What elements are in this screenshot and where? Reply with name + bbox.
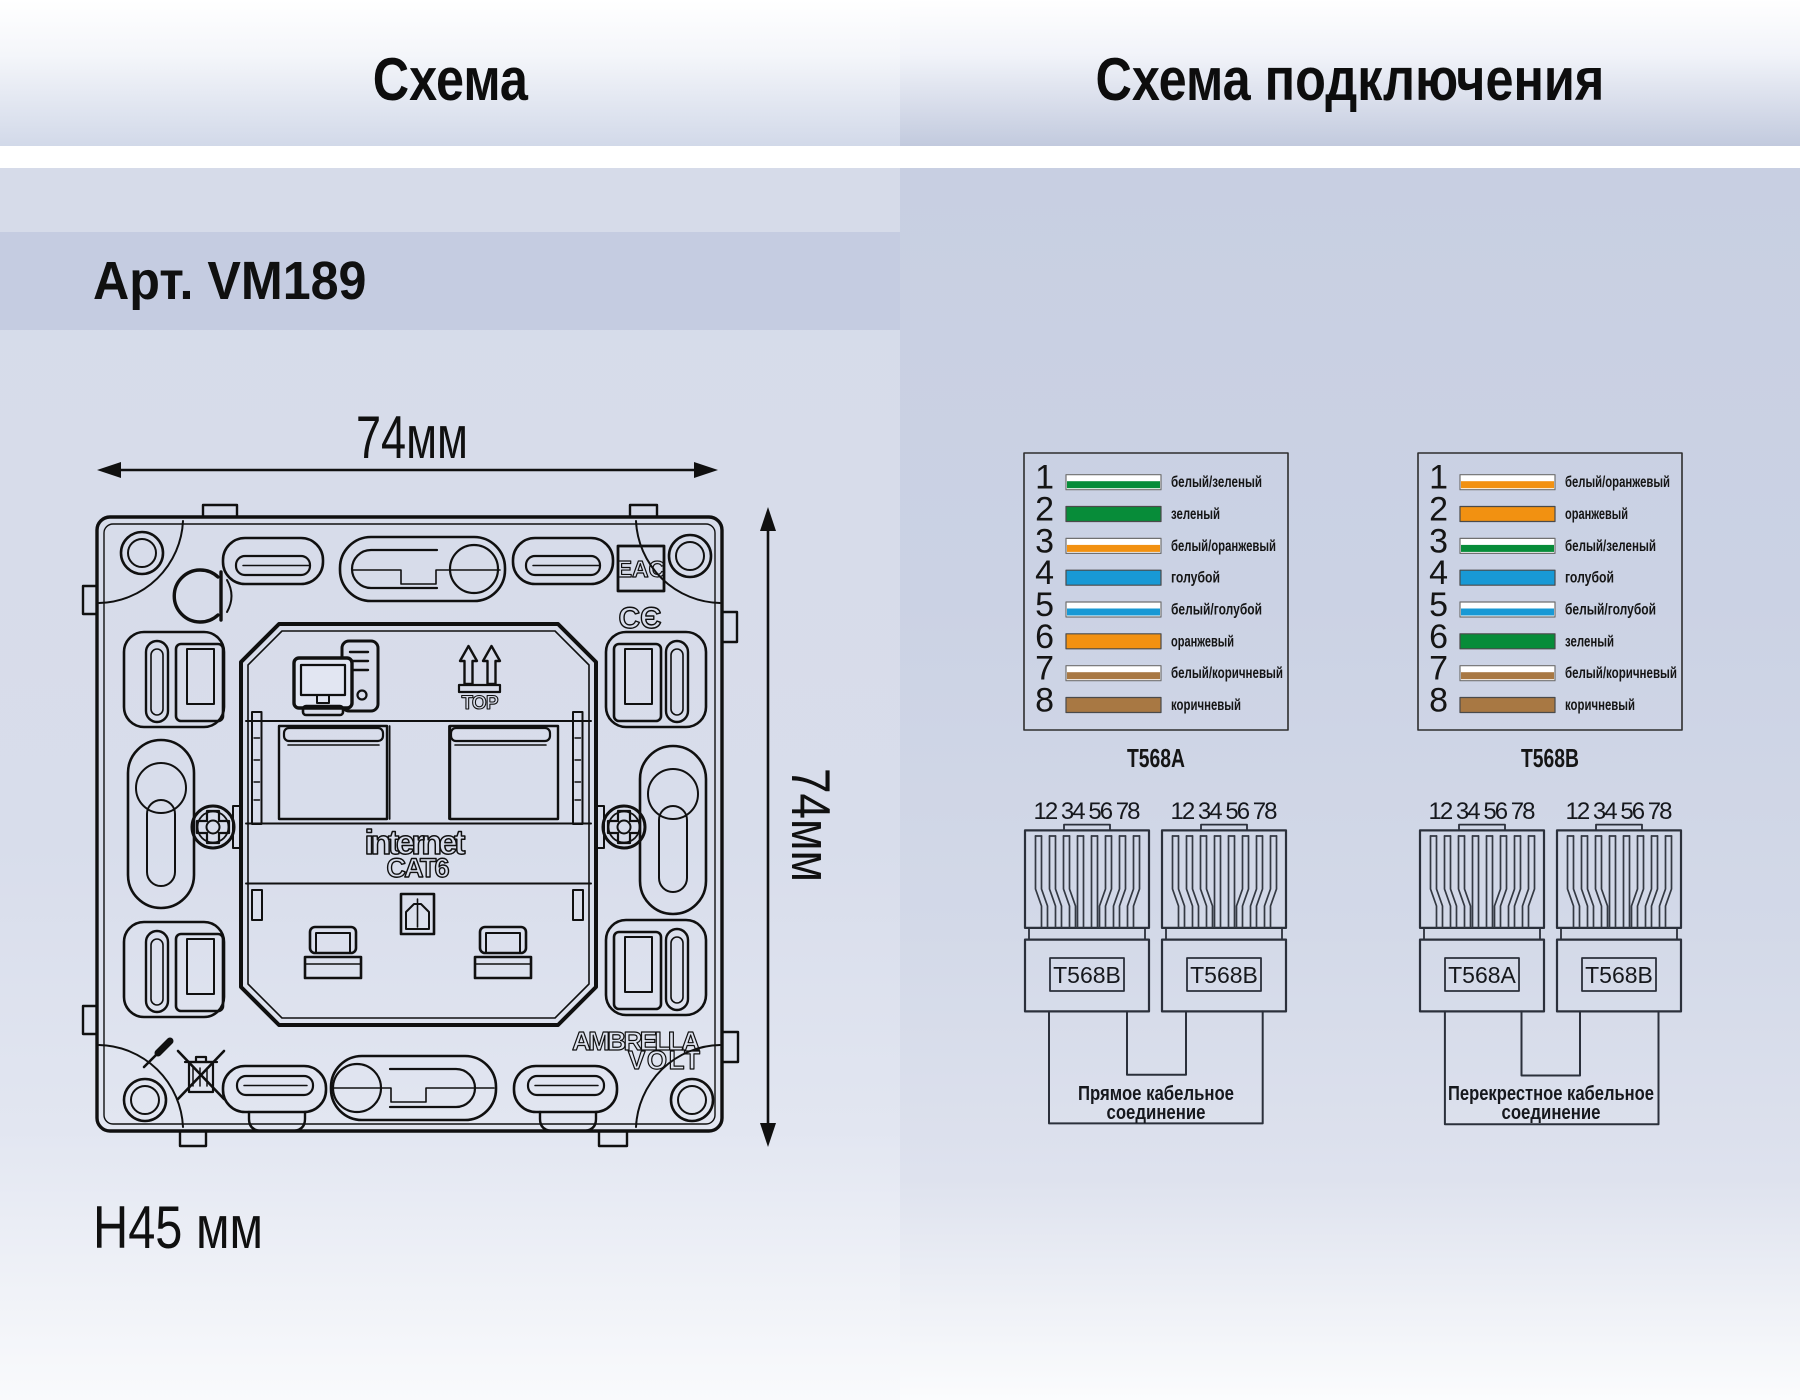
- svg-text:12 34 56 78: 12 34 56 78: [1429, 798, 1536, 825]
- svg-text:74мм: 74мм: [356, 404, 468, 471]
- svg-text:T568A: T568A: [1127, 743, 1185, 773]
- svg-text:7: 7: [1429, 650, 1448, 688]
- svg-text:EAC: EAC: [617, 556, 666, 582]
- svg-text:6: 6: [1429, 618, 1448, 656]
- svg-text:Перекрестное кабельное: Перекрестное кабельное: [1448, 1083, 1654, 1105]
- svg-text:белый/голубой: белый/голубой: [1565, 602, 1656, 619]
- svg-text:соединение: соединение: [1502, 1102, 1601, 1124]
- svg-text:12 34 56 78: 12 34 56 78: [1171, 798, 1278, 825]
- svg-text:H45 мм: H45 мм: [93, 1194, 263, 1261]
- svg-text:оранжевый: оранжевый: [1565, 506, 1628, 523]
- svg-text:1: 1: [1429, 459, 1448, 497]
- svg-text:CAT6: CAT6: [387, 853, 450, 883]
- svg-text:оранжевый: оранжевый: [1171, 633, 1234, 650]
- svg-text:VOLT: VOLT: [628, 1045, 700, 1075]
- svg-text:соединение: соединение: [1107, 1102, 1206, 1124]
- svg-text:белый/зеленый: белый/зеленый: [1171, 474, 1262, 491]
- svg-text:4: 4: [1035, 554, 1054, 592]
- svg-text:internet: internet: [365, 824, 466, 862]
- svg-text:12 34 56 78: 12 34 56 78: [1566, 798, 1673, 825]
- svg-text:белый/оранжевый: белый/оранжевый: [1171, 538, 1276, 555]
- svg-text:T568B: T568B: [1521, 743, 1579, 773]
- svg-text:2: 2: [1035, 491, 1054, 529]
- svg-text:белый/коричневый: белый/коричневый: [1171, 665, 1283, 682]
- svg-text:зеленый: зеленый: [1171, 506, 1220, 523]
- svg-text:белый/оранжевый: белый/оранжевый: [1565, 474, 1670, 491]
- svg-text:7: 7: [1035, 650, 1054, 688]
- svg-text:1: 1: [1035, 459, 1054, 497]
- svg-text:8: 8: [1429, 682, 1448, 720]
- svg-text:3: 3: [1429, 522, 1448, 560]
- svg-text:Прямое кабельное: Прямое кабельное: [1078, 1083, 1234, 1105]
- svg-text:T568B: T568B: [1585, 962, 1653, 988]
- svg-text:зеленый: зеленый: [1565, 633, 1614, 650]
- svg-text:белый/голубой: белый/голубой: [1171, 602, 1262, 619]
- svg-text:коричневый: коричневый: [1171, 697, 1241, 714]
- svg-text:6: 6: [1035, 618, 1054, 656]
- svg-text:5: 5: [1035, 586, 1054, 624]
- svg-text:голубой: голубой: [1565, 570, 1614, 587]
- svg-text:5: 5: [1429, 586, 1448, 624]
- svg-text:74мм: 74мм: [780, 768, 842, 882]
- svg-text:T568B: T568B: [1190, 962, 1258, 988]
- svg-text:4: 4: [1429, 554, 1448, 592]
- svg-text:T568B: T568B: [1053, 962, 1121, 988]
- svg-text:12 34 56 78: 12 34 56 78: [1034, 798, 1141, 825]
- svg-text:3: 3: [1035, 522, 1054, 560]
- svg-text:8: 8: [1035, 682, 1054, 720]
- svg-text:TOP: TOP: [462, 693, 499, 714]
- svg-text:голубой: голубой: [1171, 570, 1220, 587]
- svg-text:2: 2: [1429, 491, 1448, 529]
- svg-text:AMBRELLA: AMBRELLA: [572, 1026, 700, 1056]
- svg-text:коричневый: коричневый: [1565, 697, 1635, 714]
- svg-text:CЄ: CЄ: [618, 602, 661, 635]
- svg-text:белый/коричневый: белый/коричневый: [1565, 665, 1677, 682]
- svg-text:белый/зеленый: белый/зеленый: [1565, 538, 1656, 555]
- svg-text:T568A: T568A: [1448, 962, 1516, 988]
